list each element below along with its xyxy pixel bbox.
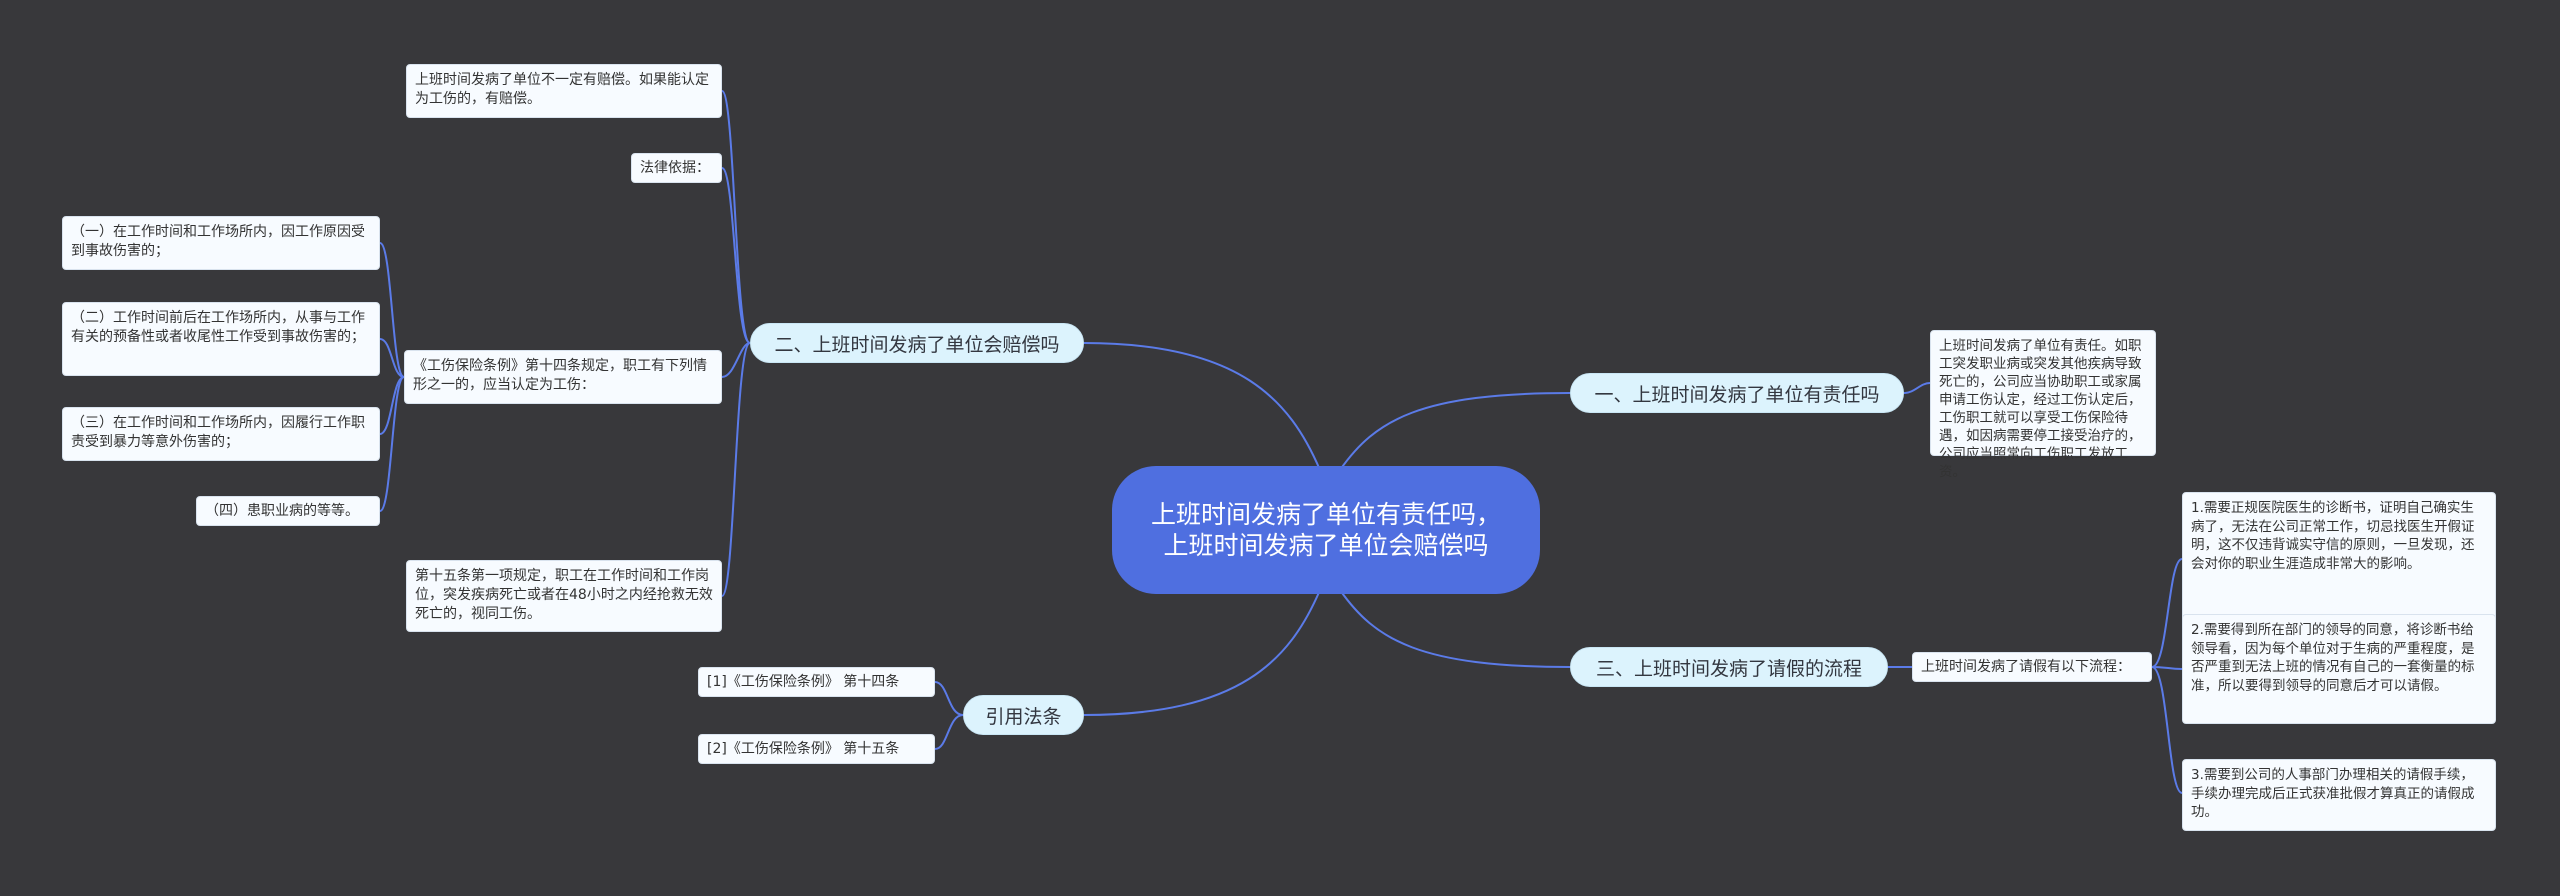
b2-note-legal-basis-text: 法律依据：: [640, 159, 710, 176]
b2-note-compensation[interactable]: 上班时间发病了单位不一定有赔偿。如果能认定为工伤的，有赔偿。: [406, 64, 722, 118]
edge-b4-ref2: [934, 714, 964, 750]
topic-branch-1[interactable]: 一、上班时间发病了单位有责任吗: [1570, 373, 1904, 413]
b3-step-1-text: 1.需要正规医院医生的诊断书，证明自己确实生病了，无法在公司正常工作，切忌找医生…: [2191, 500, 2475, 572]
root-topic[interactable]: 上班时间发病了单位有责任吗，上班时间发病了单位会赔偿吗: [1112, 466, 1540, 594]
b1-detail-note[interactable]: 上班时间发病了单位有责任。如职工突发职业病或突发其他疾病导致死亡的，公司应当协助…: [1930, 330, 2156, 480]
b3-step-3[interactable]: 3.需要到公司的人事部门办理相关的请假手续，手续办理完成后正式获准批假才算真正的…: [2182, 759, 2496, 831]
b2-note-legal-basis[interactable]: 法律依据：: [631, 153, 722, 183]
edge-b1-detail: [1903, 382, 1931, 394]
b3-step-3-text: 3.需要到公司的人事部门办理相关的请假手续，手续办理完成后正式获准批假才算真正的…: [2191, 767, 2475, 820]
reference-2[interactable]: [2]《工伤保险条例》 第十五条: [698, 734, 935, 764]
edge-intro-step2: [2151, 666, 2183, 670]
edge-a14-item2: [379, 338, 405, 378]
reference-2-text: [2]《工伤保险条例》 第十五条: [707, 740, 900, 757]
article-14-item-4[interactable]: （四）患职业病的等等。: [196, 496, 380, 526]
article-14-item-1-text: （一）在工作时间和工作场所内，因工作原因受到事故伤害的；: [71, 224, 365, 259]
topic-branch-2-label: 二、上班时间发病了单位会赔偿吗: [774, 333, 1060, 356]
article-14-item-4-text: （四）患职业病的等等。: [205, 502, 359, 519]
edge-a14-item4: [379, 376, 405, 512]
edge-b2-article15: [721, 342, 751, 597]
edge-root-b2: [1083, 342, 1321, 471]
edge-b2-note1: [721, 90, 751, 344]
topic-branch-4-label: 引用法条: [985, 705, 1062, 728]
b3-step-2-text: 2.需要得到所在部门的领导的同意，将诊断书给领导看，因为每个单位对于生病的严重程…: [2191, 622, 2475, 694]
reference-1[interactable]: [1]《工伤保险条例》 第十四条: [698, 667, 935, 697]
reference-1-text: [1]《工伤保险条例》 第十四条: [707, 673, 900, 690]
edge-b2-note2: [721, 167, 751, 344]
article-14-item-3-text: （三）在工作时间和工作场所内，因履行工作职责受到暴力等意外伤害的；: [71, 415, 365, 450]
topic-branch-4[interactable]: 引用法条: [963, 695, 1084, 735]
b3-intro-text: 上班时间发病了请假有以下流程：: [1921, 658, 2131, 675]
b2-note-compensation-text: 上班时间发病了单位不一定有赔偿。如果能认定为工伤的，有赔偿。: [415, 72, 709, 107]
b2-article-14-text: 《工伤保险条例》第十四条规定，职工有下列情形之一的，应当认定为工伤：: [413, 358, 707, 393]
article-14-item-2[interactable]: （二）工作时间前后在工作场所内，从事与工作有关的预备性或者收尾性工作受到事故伤害…: [62, 302, 380, 376]
b3-step-2[interactable]: 2.需要得到所在部门的领导的同意，将诊断书给领导看，因为每个单位对于生病的严重程…: [2182, 614, 2496, 724]
article-14-item-2-text: （二）工作时间前后在工作场所内，从事与工作有关的预备性或者收尾性工作受到事故伤害…: [71, 310, 365, 345]
edge-root-b3: [1339, 589, 1571, 668]
edge-a14-item1: [379, 242, 405, 378]
topic-branch-1-label: 一、上班时间发病了单位有责任吗: [1594, 383, 1880, 406]
topic-branch-2[interactable]: 二、上班时间发病了单位会赔偿吗: [750, 323, 1084, 363]
b2-article-14[interactable]: 《工伤保险条例》第十四条规定，职工有下列情形之一的，应当认定为工伤：: [404, 350, 722, 404]
article-14-item-1[interactable]: （一）在工作时间和工作场所内，因工作原因受到事故伤害的；: [62, 216, 380, 270]
edge-root-b1: [1339, 392, 1571, 471]
edge-root-b4: [1083, 589, 1321, 716]
b2-article-15[interactable]: 第十五条第一项规定，职工在工作时间和工作岗位，突发疾病死亡或者在48小时之内经抢…: [406, 560, 722, 632]
b3-step-1[interactable]: 1.需要正规医院医生的诊断书，证明自己确实生病了，无法在公司正常工作，切忌找医生…: [2182, 492, 2496, 626]
b1-detail-text: 上班时间发病了单位有责任。如职工突发职业病或突发其他疾病导致死亡的，公司应当协助…: [1939, 338, 2142, 480]
topic-branch-3[interactable]: 三、上班时间发病了请假的流程: [1570, 647, 1888, 687]
b3-intro[interactable]: 上班时间发病了请假有以下流程：: [1912, 652, 2152, 682]
topic-branch-3-label: 三、上班时间发病了请假的流程: [1595, 657, 1862, 680]
edge-a14-item3: [379, 376, 405, 435]
b2-article-15-text: 第十五条第一项规定，职工在工作时间和工作岗位，突发疾病死亡或者在48小时之内经抢…: [415, 568, 713, 622]
article-14-item-3[interactable]: （三）在工作时间和工作场所内，因履行工作职责受到暴力等意外伤害的；: [62, 407, 380, 461]
edge-b4-ref1: [934, 681, 964, 716]
edge-intro-step3: [2151, 666, 2183, 794]
root-title: 上班时间发病了单位有责任吗，上班时间发病了单位会赔偿吗: [1150, 500, 1501, 560]
edge-intro-step1: [2151, 558, 2183, 668]
